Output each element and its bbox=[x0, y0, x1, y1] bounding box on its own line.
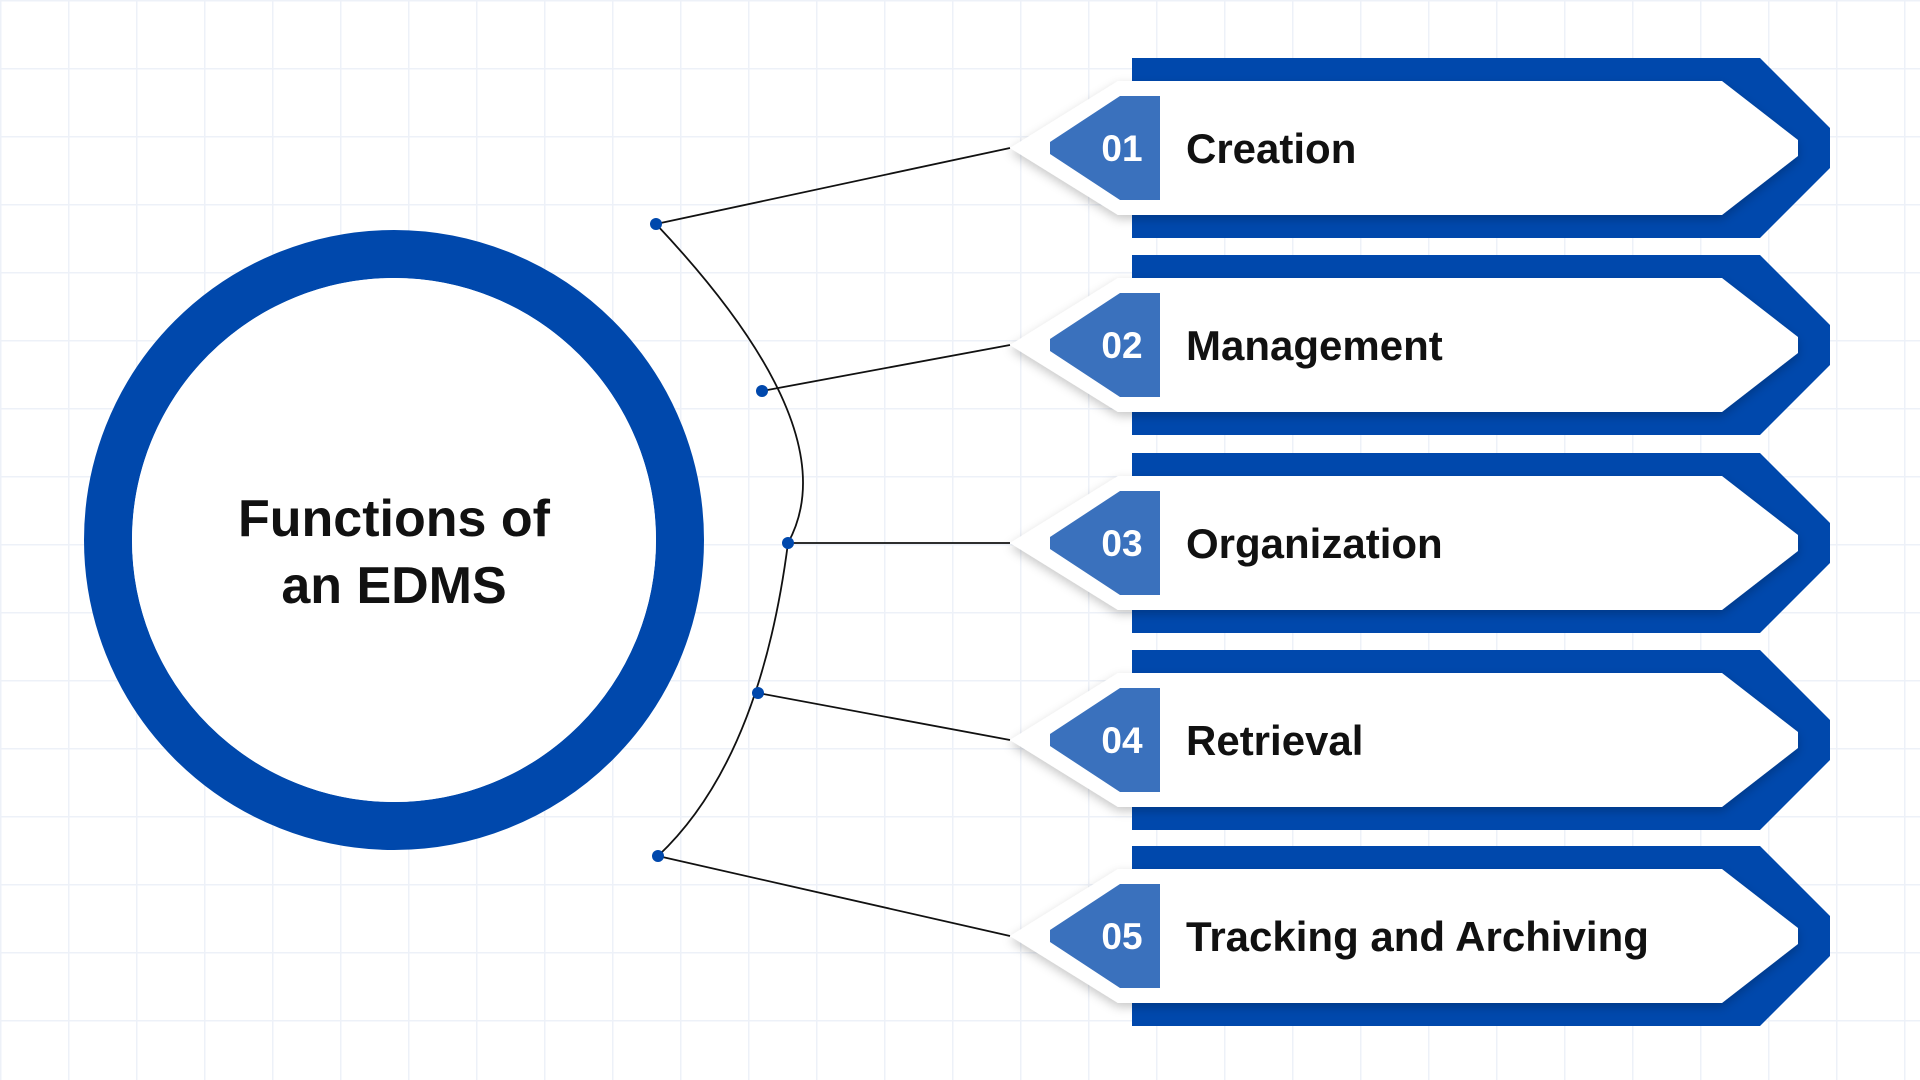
center-ring bbox=[84, 230, 704, 850]
item-number-badge bbox=[1050, 491, 1160, 595]
item-number-badge bbox=[1050, 293, 1160, 397]
connector-dot-1 bbox=[650, 218, 662, 230]
connector-dot-5 bbox=[652, 850, 664, 862]
center-title-line-2: an EDMS bbox=[281, 557, 506, 615]
center-disc bbox=[132, 278, 656, 802]
item-number: 04 bbox=[1101, 720, 1143, 761]
connector-dot-3 bbox=[782, 537, 794, 549]
item-number: 02 bbox=[1101, 325, 1142, 366]
connector-line-4 bbox=[757, 692, 1011, 741]
function-item-2: 02 Management bbox=[1010, 255, 1830, 435]
function-item-5: 05 Tracking and Archiving bbox=[1010, 846, 1830, 1026]
item-front-card bbox=[1010, 81, 1798, 215]
item-label: Tracking and Archiving bbox=[1186, 913, 1649, 960]
center-title-line-1: Functions of bbox=[238, 490, 551, 548]
connectors bbox=[655, 147, 1011, 937]
item-front-card bbox=[1010, 278, 1798, 412]
connector-line-5 bbox=[657, 855, 1011, 937]
item-number: 03 bbox=[1101, 523, 1142, 564]
connector-line-2 bbox=[761, 344, 1011, 392]
function-item-1: 01 Creation bbox=[1010, 58, 1830, 238]
item-label: Retrieval bbox=[1186, 717, 1363, 764]
item-number: 01 bbox=[1101, 128, 1142, 169]
item-label: Creation bbox=[1186, 125, 1356, 172]
connector-line-1 bbox=[655, 147, 1011, 225]
item-number-badge bbox=[1050, 884, 1160, 988]
function-item-3: 03 Organization bbox=[1010, 453, 1830, 633]
item-front-card bbox=[1010, 869, 1798, 1003]
connector-dots bbox=[650, 218, 794, 862]
item-number-badge bbox=[1050, 96, 1160, 200]
item-front-card bbox=[1010, 673, 1798, 807]
function-item-4: 04 Retrieval bbox=[1010, 650, 1830, 830]
connector-dot-4 bbox=[752, 687, 764, 699]
center-hub: Functions of an EDMS bbox=[84, 230, 704, 850]
connector-dot-2 bbox=[756, 385, 768, 397]
item-front-card bbox=[1010, 476, 1798, 610]
item-number-badge bbox=[1050, 688, 1160, 792]
item-label: Management bbox=[1186, 322, 1443, 369]
item-label: Organization bbox=[1186, 520, 1443, 567]
item-number: 05 bbox=[1101, 916, 1142, 957]
